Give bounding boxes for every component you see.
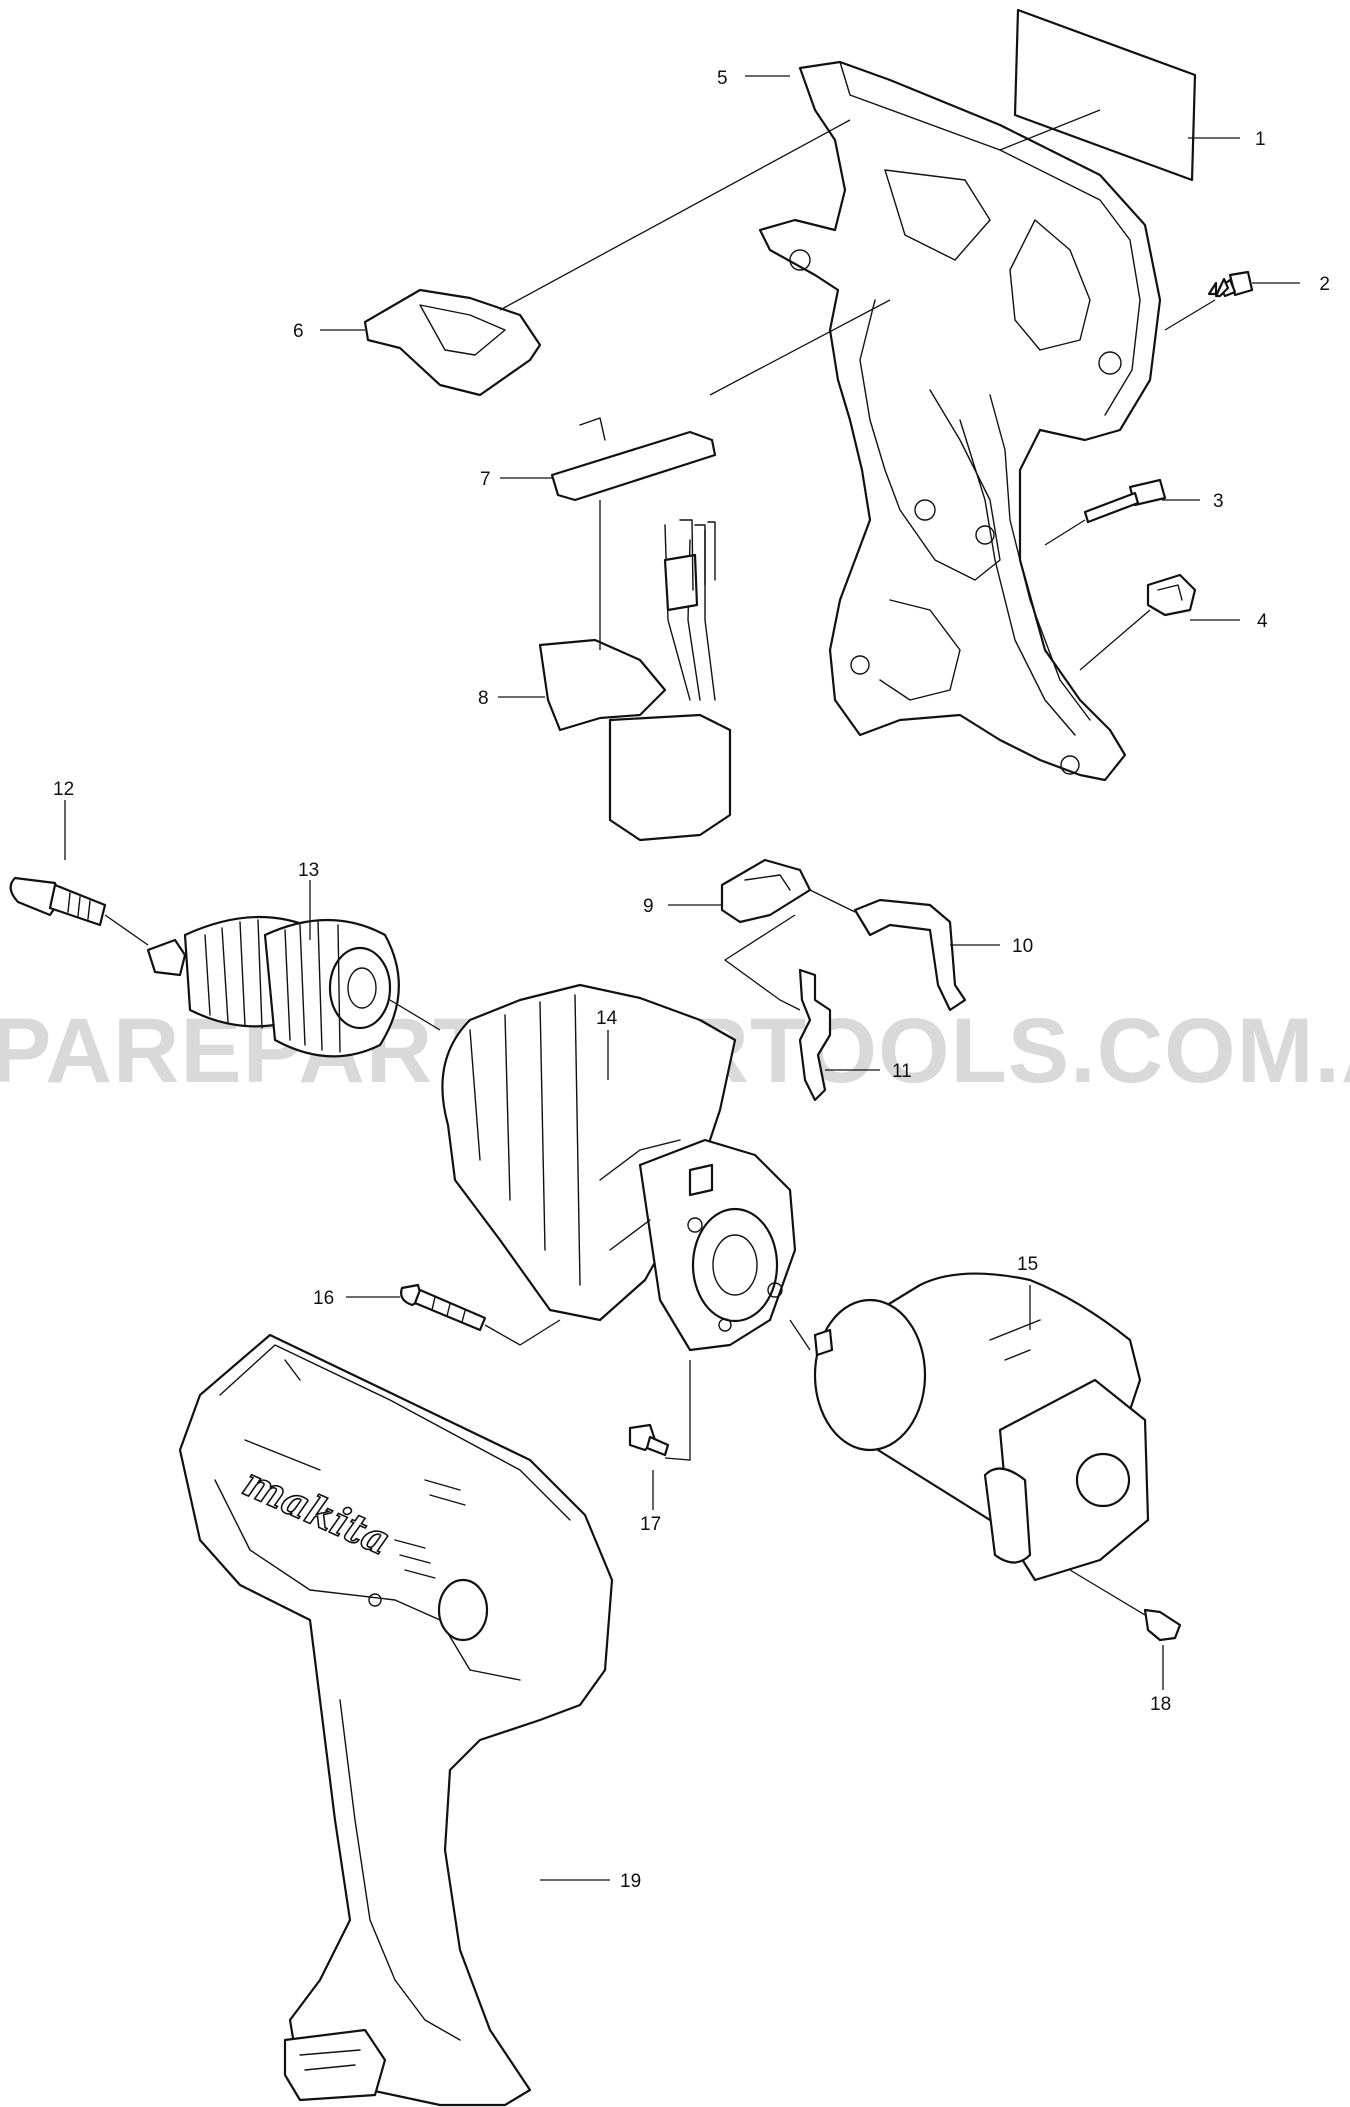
leader-lines	[64, 75, 1300, 1881]
part-17-screw	[628, 1423, 670, 1457]
callout-2: 2	[1319, 274, 1330, 295]
callout-12: 12	[53, 779, 74, 800]
callout-19: 19	[620, 1871, 641, 1892]
callout-18: 18	[1150, 1694, 1171, 1715]
part-13-chuck	[146, 915, 400, 1058]
part-8-switch	[538, 519, 732, 842]
callout-labels: 1 2 3 4 5 6 7 8 9 10 11 12 13 14 15 16 1…	[53, 68, 1330, 1892]
callout-9: 9	[643, 896, 654, 917]
callout-14: 14	[596, 1008, 618, 1029]
callout-15: 15	[1017, 1254, 1038, 1275]
part-2-screw	[1207, 270, 1254, 298]
callout-17: 17	[640, 1514, 661, 1535]
callout-8: 8	[478, 688, 489, 709]
callout-16: 16	[313, 1288, 334, 1309]
part-11-spring-terminal	[798, 968, 832, 1102]
callout-1: 1	[1255, 129, 1266, 150]
part-19-housing-half: makita	[178, 1333, 614, 2107]
part-7-change-lever	[550, 417, 717, 502]
callout-4: 4	[1257, 611, 1268, 632]
callout-3: 3	[1213, 491, 1224, 512]
part-3-screw	[1083, 478, 1167, 524]
part-15-motor	[813, 1272, 1150, 1582]
part-4-clip	[1146, 573, 1197, 617]
part-9-brush-holder	[720, 858, 812, 924]
callout-5: 5	[717, 68, 728, 89]
part-18-screw	[1143, 1608, 1182, 1642]
callout-11: 11	[892, 1061, 912, 1082]
part-14-gear-assembly	[441, 983, 797, 1352]
part-16-screw	[400, 1283, 487, 1332]
part-5-housing-half	[758, 60, 1162, 782]
part-6-switch-plate	[363, 288, 542, 397]
part-10-terminal	[853, 898, 967, 1012]
callout-10: 10	[1012, 936, 1033, 957]
callout-6: 6	[293, 321, 304, 342]
part-12-screw	[9, 876, 107, 927]
callout-13: 13	[298, 860, 319, 881]
part-1-label-plate	[1013, 8, 1197, 182]
callout-7: 7	[480, 469, 491, 490]
